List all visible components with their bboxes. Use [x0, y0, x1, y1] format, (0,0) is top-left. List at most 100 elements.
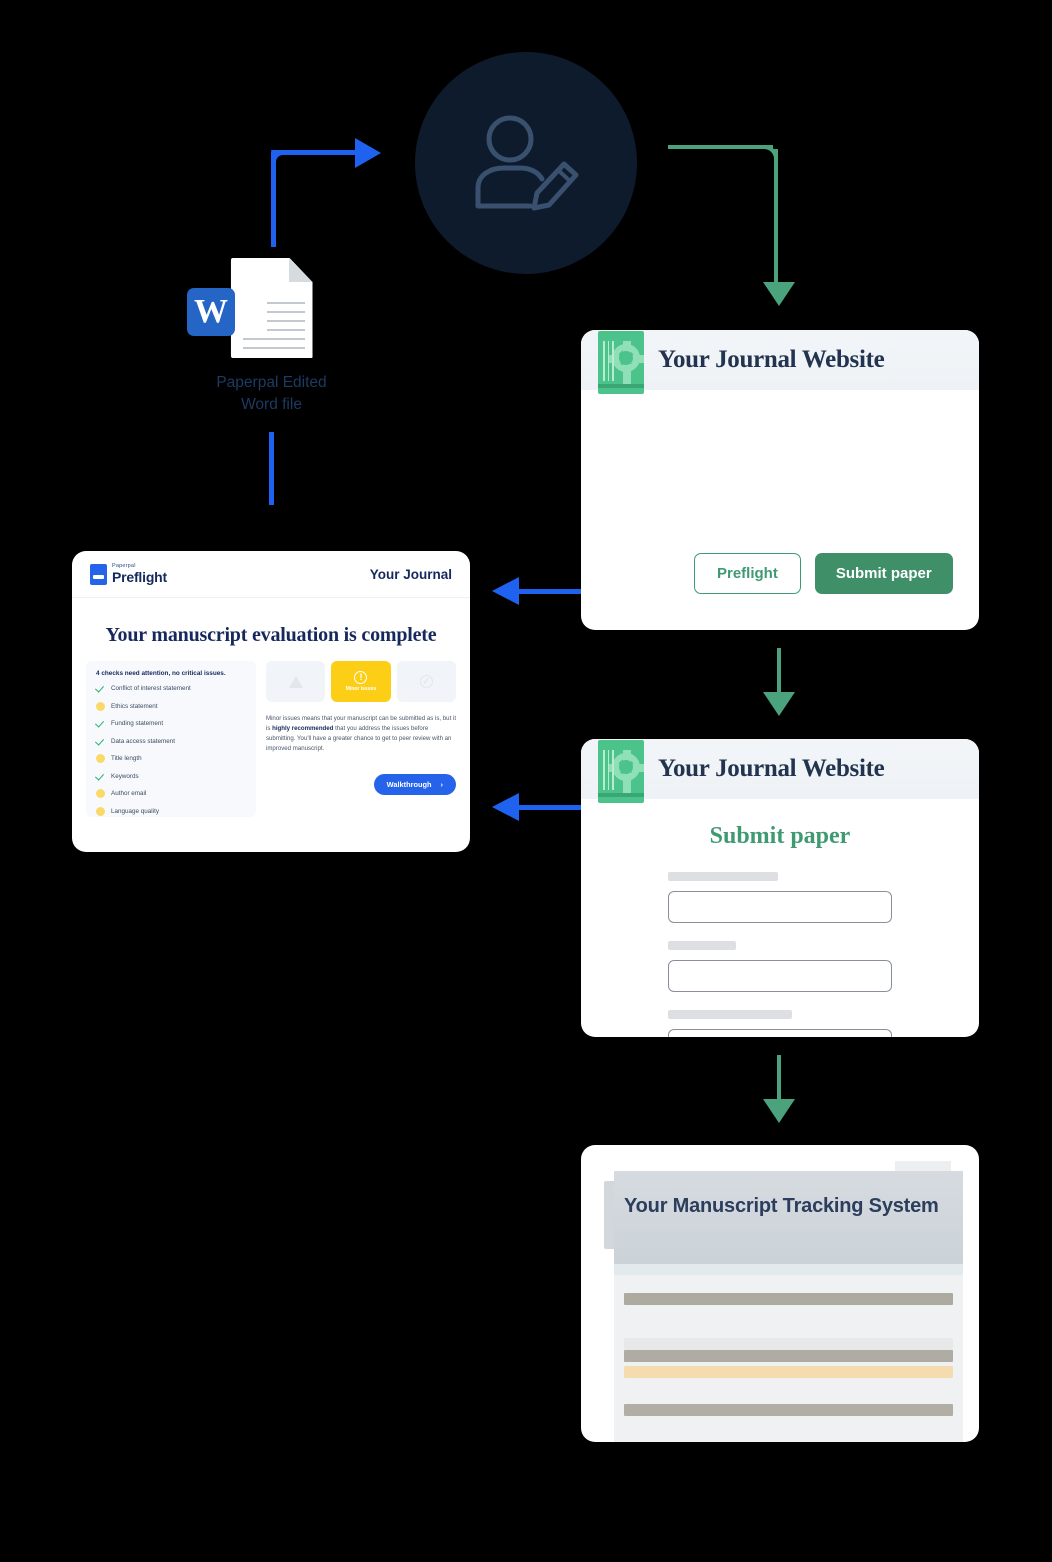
status-tiles-row: ! Minor issues ✓ [266, 661, 456, 702]
form-text-input[interactable] [668, 1029, 892, 1037]
status-tile-critical[interactable] [266, 661, 326, 702]
check-pass-icon [96, 684, 105, 693]
connector-submit-to-tracking-line [777, 1055, 781, 1103]
journal-cover-lines [603, 749, 617, 793]
form-text-input[interactable] [668, 960, 892, 992]
connector-word-to-preflight-line [269, 432, 274, 505]
check-item: Title length [96, 754, 246, 763]
form-text-input[interactable] [668, 891, 892, 923]
journal-cover-bottom-bar [598, 383, 644, 388]
submit-paper-heading: Submit paper [709, 823, 851, 849]
check-warning-icon [96, 789, 105, 798]
connector-word-to-author-corner [271, 150, 287, 166]
gear-hole [619, 350, 633, 365]
journal-action-buttons: Preflight Submit paper [694, 553, 953, 594]
connector-author-to-journal-vertical [774, 149, 778, 284]
journal-cover-bottom-bar [598, 792, 644, 797]
check-pass-icon [96, 737, 105, 746]
journal-cover-icon [598, 739, 644, 803]
document-fold-corner [288, 258, 313, 282]
check-item-label: Data access statement [111, 737, 176, 745]
journal-website-title: Your Journal Website [658, 346, 885, 373]
check-warning-icon [96, 701, 105, 711]
connector-journal-to-submit-arrowhead [763, 692, 795, 716]
form-field-group [668, 1010, 892, 1037]
minor-issues-description: Minor issues means that your manuscript … [266, 714, 456, 754]
journal-cover-lines [603, 340, 617, 384]
check-item-label: Keywords [111, 772, 139, 780]
journal-cover-icon [598, 330, 644, 394]
tracking-header-bar: Your Manuscript Tracking System [614, 1171, 963, 1264]
tracking-row-spacer [614, 1416, 963, 1442]
exclamation-circle-icon: ! [354, 671, 368, 684]
connector-word-to-author-horizontal [271, 150, 356, 155]
check-circle-icon: ✓ [419, 675, 433, 688]
warning-triangle-icon [288, 675, 303, 688]
check-item: Conflict of interest statement [96, 684, 246, 693]
checks-panel: 4 checks need attention, no critical iss… [86, 661, 256, 817]
brand-name-preflight: Preflight [112, 568, 167, 585]
preflight-card-header: Paperpal Preflight Your Journal [72, 551, 470, 598]
connector-journal-to-submit-line [777, 648, 781, 696]
check-pass-icon [96, 719, 105, 728]
word-file-label-line2: Word file [241, 396, 302, 413]
status-tile-minor-label: Minor issues [345, 686, 377, 692]
description-part-2: that you address the issues before submi… [266, 725, 452, 752]
tracking-rows [614, 1275, 963, 1442]
walkthrough-button-label: Walkthrough [386, 780, 432, 789]
connector-word-to-author-vertical [271, 152, 276, 247]
check-item-label: Language quality [111, 807, 159, 815]
form-field-label-placeholder [668, 872, 778, 881]
check-pass-icon [96, 772, 105, 781]
description-emphasis: highly recommended [272, 725, 334, 732]
form-field-group [668, 941, 892, 992]
author-edit-icon [475, 115, 579, 211]
connector-author-to-journal-corner [760, 145, 778, 163]
chevron-right-icon: › [440, 780, 443, 789]
walkthrough-button[interactable]: Walkthrough › [373, 774, 456, 795]
connector-author-to-journal-arrowhead [763, 282, 795, 306]
check-item: Author email [96, 789, 246, 798]
form-field-spacer [581, 992, 979, 1010]
word-file-label-line1: Paperpal Edited [216, 374, 327, 391]
check-item: Data access statement [96, 737, 246, 746]
word-document-icon [230, 258, 313, 358]
check-item-label: Title length [111, 755, 142, 762]
word-file-label: Paperpal Edited Word file [205, 372, 338, 416]
preflight-button[interactable]: Preflight [694, 553, 801, 594]
connector-submit-to-preflight-line [519, 805, 582, 810]
connector-author-to-journal-horizontal [668, 145, 773, 149]
paperpal-preflight-logo: Paperpal Preflight [90, 563, 167, 585]
journal-name-label: Your Journal [369, 566, 452, 582]
tracking-row [624, 1338, 953, 1350]
check-item-label: Ethics statement [111, 702, 158, 710]
submit-paper-form-card: Your Journal Website Submit paper [581, 739, 979, 1037]
check-item: Language quality [96, 806, 246, 816]
tracking-row [624, 1350, 953, 1362]
submission-form-fields [581, 872, 979, 1037]
brand-name-paperpal: Paperpal [112, 563, 136, 570]
check-item-label: Funding statement [111, 720, 164, 727]
word-badge-icon: W [187, 288, 235, 336]
word-file-node: W Paperpal Edited Word file [187, 258, 338, 416]
submit-paper-button[interactable]: Submit paper [814, 553, 953, 594]
connector-word-to-author-arrowhead [355, 138, 381, 168]
connector-journal-to-preflight-arrowhead [492, 577, 519, 605]
check-item: Ethics statement [96, 701, 246, 711]
check-item: Keywords [96, 772, 246, 781]
connector-submit-to-tracking-arrowhead [763, 1099, 795, 1123]
connector-submit-to-preflight-arrowhead [492, 793, 519, 821]
status-tile-clear[interactable]: ✓ [396, 661, 456, 702]
check-item-label: Author email [111, 790, 147, 797]
journal-website-title: Your Journal Website [658, 755, 885, 782]
status-tile-minor-issues[interactable]: ! Minor issues [331, 661, 391, 702]
tracking-row [624, 1293, 953, 1305]
author-avatar-node [415, 52, 637, 274]
submit-form-header: Your Journal Website [581, 739, 979, 803]
form-field-label-placeholder [668, 1010, 792, 1019]
tracking-system-title: Your Manuscript Tracking System [624, 1195, 939, 1217]
check-item-label: Conflict of interest statement [111, 685, 191, 692]
connector-journal-to-preflight-line [519, 589, 582, 594]
check-warning-icon [96, 754, 105, 763]
